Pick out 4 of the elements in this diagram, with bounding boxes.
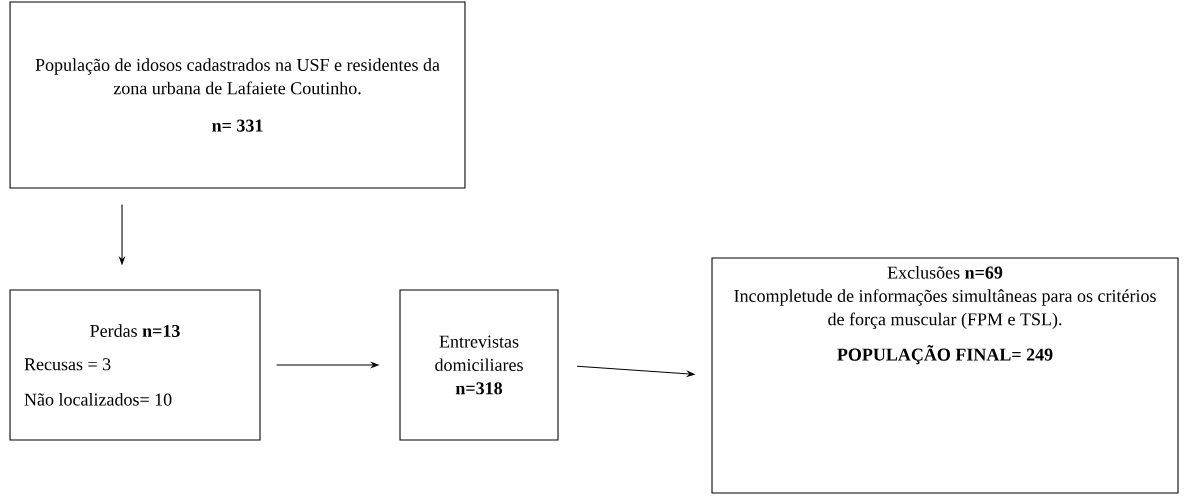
process-box: Exclusões n=69 Incompletude de informações simultâneas para os critérios de força muscular (FPM e TSL). POPULAÇÃO FINAL= 249	[711, 257, 1179, 494]
process-box: Entrevistas domiciliares n=318	[399, 289, 559, 441]
process-box: Perdas n=13 Recusas = 3 Não localizados= 10	[9, 289, 261, 441]
process-box: População de idosos cadastrados na USF e residentes da zona urbana de Lafaiete Coutinho. n= 331	[9, 1, 466, 189]
